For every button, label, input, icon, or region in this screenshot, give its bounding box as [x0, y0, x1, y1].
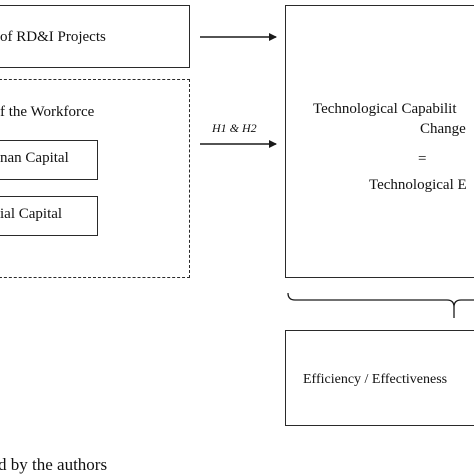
tech-capability-line2: Change — [420, 121, 466, 137]
human-capital-label: nan Capital — [0, 150, 69, 166]
tech-capability-line3: = — [418, 151, 427, 167]
rdi-projects-box — [0, 5, 190, 68]
social-capital-box — [0, 196, 98, 236]
efficiency-box — [285, 330, 474, 426]
source-note: d by the authors — [0, 455, 108, 474]
human-capital-box — [0, 140, 98, 180]
social-capital-label: ial Capital — [0, 206, 63, 222]
efficiency-label: Efficiency / Effectiveness — [303, 372, 448, 387]
hypothesis-label: H1 & H2 — [212, 121, 257, 135]
curly-brace — [287, 292, 474, 308]
workforce-group — [0, 79, 190, 278]
rdi-projects-label: of RD&I Projects — [0, 29, 106, 45]
tech-capability-line1: Technological Capabilit — [313, 101, 457, 117]
technological-capability-box — [285, 5, 474, 278]
workforce-label: f the Workforce — [0, 104, 95, 120]
tech-capability-line4: Technological E — [369, 177, 467, 193]
